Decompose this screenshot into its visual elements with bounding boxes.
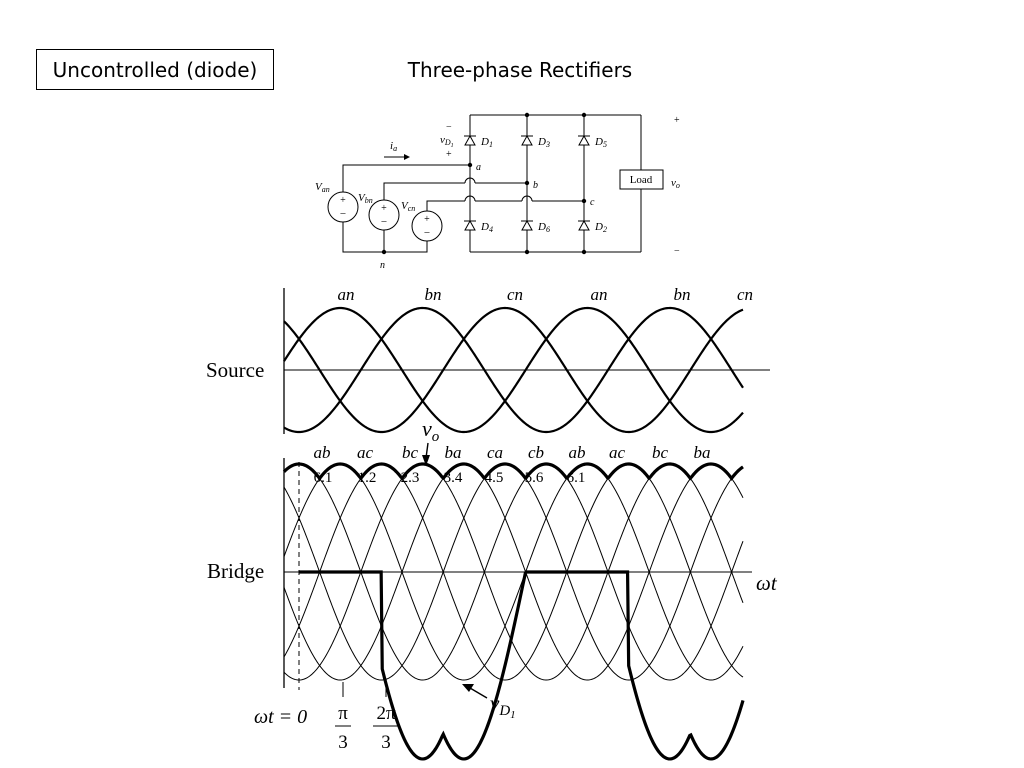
wt-zero-label: ωt = 0: [254, 706, 307, 728]
tick-pi-over-3: π 3: [335, 682, 351, 753]
node-label-a: a: [476, 162, 481, 173]
diode-pair-label-4: 3.4: [444, 470, 463, 486]
line-label-ca: ca: [487, 443, 503, 462]
diode-pair-label-7: 6.1: [567, 470, 586, 486]
node-label-c: c: [590, 197, 595, 208]
phase-label-cn-2: cn: [737, 285, 753, 304]
diode-d3: [521, 134, 533, 146]
phase-label-cn-1: cn: [507, 285, 523, 304]
diode-d1: [464, 134, 476, 146]
svg-text:3: 3: [338, 732, 348, 753]
source-label-vbn: Vbn: [358, 192, 373, 205]
diode-d6: [521, 219, 533, 231]
node-label-b: b: [533, 180, 538, 191]
source-van: + −: [327, 191, 359, 223]
load-label: Load: [630, 174, 653, 186]
line-label-bc-2: bc: [652, 443, 669, 462]
svg-text:vD1: vD1: [490, 691, 516, 721]
load-box: Load: [619, 169, 664, 190]
source-waveforms: [283, 306, 744, 434]
omega-t-axis-label: ωt: [756, 571, 778, 595]
arrow-up-left-icon: [462, 684, 474, 692]
diode-pair-label-5: 4.5: [485, 470, 504, 486]
svg-text:π: π: [338, 703, 348, 724]
line-label-ab-2: ab: [569, 443, 586, 462]
svg-text:−: −: [381, 216, 387, 228]
svg-text:−: −: [424, 227, 430, 239]
diode-label-d6: D6: [537, 221, 550, 234]
vo-annotation: vo: [422, 416, 440, 466]
svg-text:3: 3: [381, 732, 391, 753]
diode-d2: [578, 219, 590, 231]
output-voltage-envelope: [282, 462, 744, 482]
svg-text:−: −: [446, 122, 452, 133]
category-label-box: Uncontrolled (diode): [36, 49, 274, 90]
phase-an-curve: [283, 306, 744, 434]
slide-title: Three-phase Rectifiers: [407, 58, 633, 82]
tick-2pi-over-3: 2π 3: [373, 682, 399, 753]
neutral-label: n: [380, 260, 385, 271]
diode-pair-label-3: 2.3: [401, 470, 420, 486]
diode-d4: [464, 219, 476, 231]
phase-cn-curve: [283, 306, 744, 434]
phase-bn-curve: [283, 306, 744, 434]
svg-text:+: +: [424, 214, 430, 225]
line-label-ac-1: ac: [357, 443, 374, 462]
line-label-bc-1: bc: [402, 443, 419, 462]
source-waveform-panel: [283, 288, 770, 434]
source-vbn: + −: [368, 199, 400, 231]
svg-text:−: −: [674, 246, 680, 257]
bridge-label: Bridge: [207, 559, 264, 583]
svg-text:+: +: [674, 115, 680, 126]
diode-pair-label-6: 5.6: [525, 470, 544, 486]
circuit-nodes: [381, 112, 587, 255]
svg-text:+: +: [340, 195, 346, 206]
source-label-vcn: Vcn: [401, 200, 415, 213]
phase-label-an-2: an: [591, 285, 608, 304]
phase-label-bn-1: bn: [425, 285, 442, 304]
diode-d1-voltage-curve: [299, 570, 745, 761]
svg-text:−: −: [340, 208, 346, 220]
arrow-down-icon: [422, 455, 430, 466]
phase-label-an-1: an: [338, 285, 355, 304]
diode-label-d1: D1: [480, 136, 493, 149]
svg-text:+: +: [446, 149, 452, 160]
svg-text:vo: vo: [671, 177, 680, 190]
svg-text:2π: 2π: [376, 703, 396, 724]
source-label-van: Van: [315, 181, 330, 194]
diode-label-d4: D4: [480, 221, 493, 234]
diode-pair-label-2: 1.2: [358, 470, 377, 486]
output-voltage-label: + vo −: [671, 115, 680, 257]
diode-label-d2: D2: [594, 221, 607, 234]
line-label-ba-1: ba: [445, 443, 462, 462]
bridge-waveforms: [282, 462, 745, 761]
line-label-ab-1: ab: [314, 443, 331, 462]
diode-voltage-label: − vD1 +: [440, 122, 454, 160]
diode-label-d5: D5: [594, 136, 607, 149]
vd1-annotation: vD1: [462, 684, 516, 721]
line-label-cb: cb: [528, 443, 544, 462]
current-arrow: ia: [384, 140, 410, 160]
svg-text:vD1: vD1: [440, 134, 454, 149]
source-vcn: + −: [411, 210, 443, 242]
bridge-waveform-panel: [282, 458, 752, 761]
category-label: Uncontrolled (diode): [52, 57, 258, 82]
phase-label-bn-2: bn: [674, 285, 691, 304]
source-label: Source: [206, 358, 264, 382]
line-label-ac-2: ac: [609, 443, 626, 462]
svg-text:ia: ia: [390, 140, 397, 153]
line-label-ba-2: ba: [694, 443, 711, 462]
svg-text:+: +: [381, 203, 387, 214]
diode-d5: [578, 134, 590, 146]
diode-pair-label-1: 6.1: [314, 470, 333, 486]
diode-label-d3: D3: [537, 136, 550, 149]
svg-text:vo: vo: [422, 416, 440, 445]
